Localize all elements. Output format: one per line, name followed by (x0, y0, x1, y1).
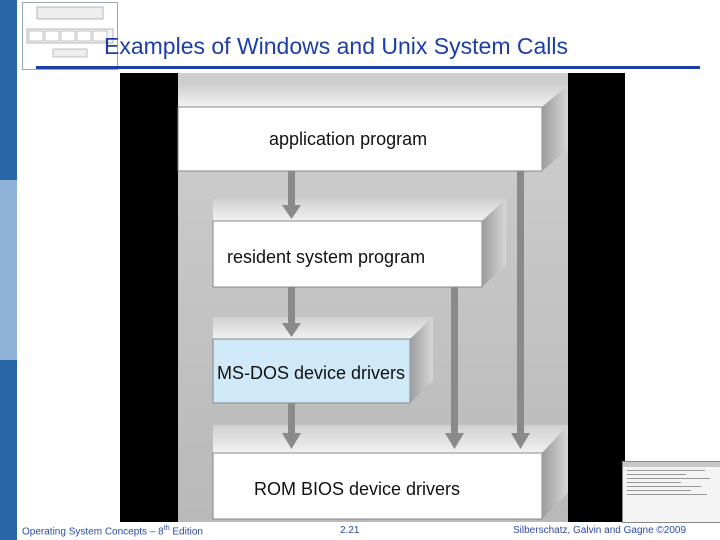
sidebar-accent (0, 0, 17, 540)
layer-label: application program (269, 129, 427, 149)
footer-page-number: 2.21 (340, 525, 359, 536)
title-divider (36, 66, 700, 69)
footer-copyright: Silberschatz, Galvin and Gagne ©2009 (513, 525, 686, 536)
footer-book-title: Operating System Concepts – 8th Edition (22, 525, 203, 537)
layer-label: ROM BIOS device drivers (254, 479, 460, 499)
layer-diagram: application program resident system prog… (120, 73, 625, 522)
layer-label: resident system program (227, 247, 425, 267)
slide-title: Examples of Windows and Unix System Call… (104, 33, 714, 60)
terminal-thumbnail (622, 461, 720, 523)
layer-label: MS-DOS device drivers (217, 363, 405, 383)
layer-resident-system-program (213, 199, 506, 287)
layer-ms-dos-device-drivers (213, 317, 433, 403)
layer-application-program (178, 85, 568, 171)
